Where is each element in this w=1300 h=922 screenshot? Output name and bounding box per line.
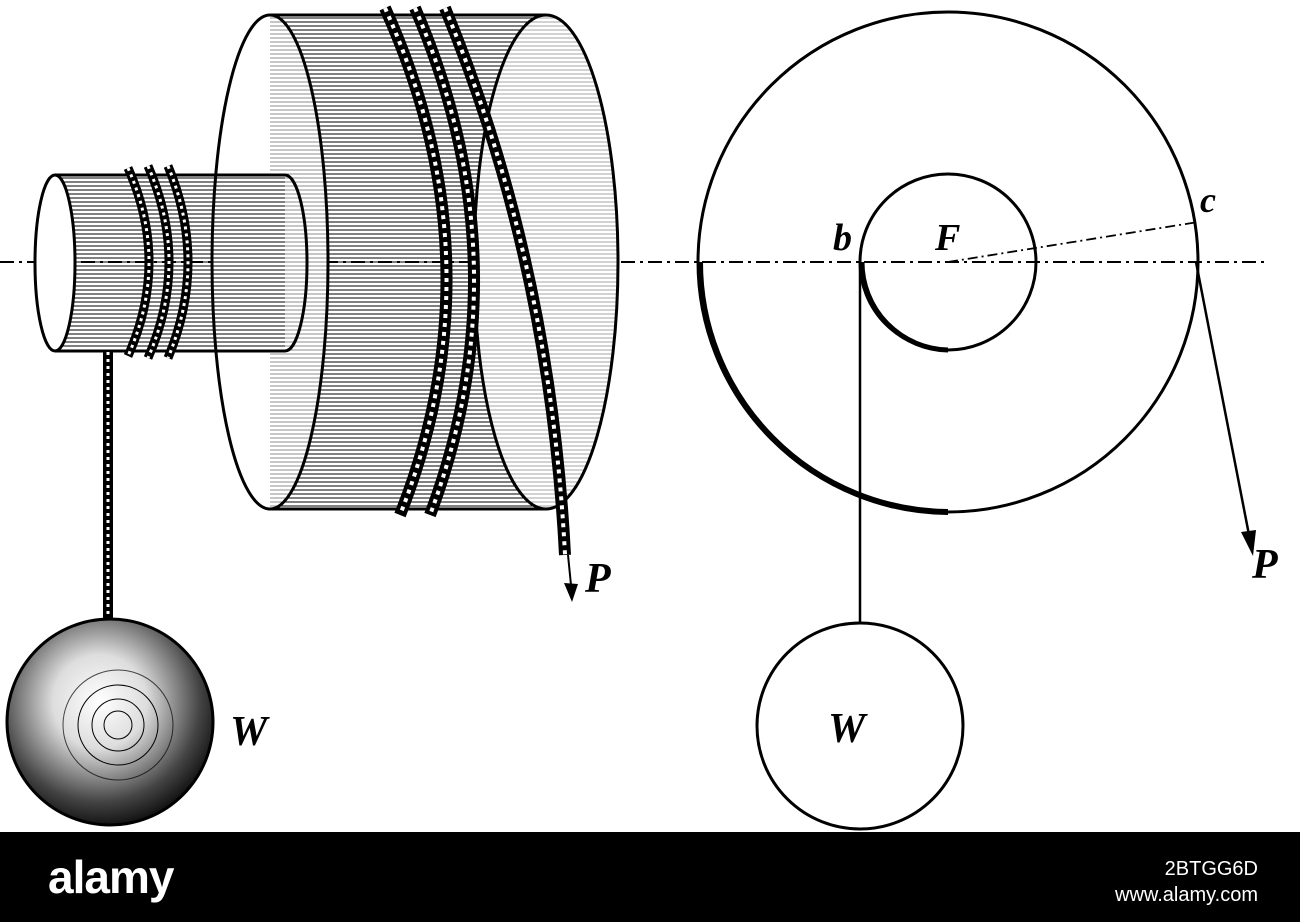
force-line-p-right bbox=[1194, 261, 1252, 541]
label-w-left: W bbox=[230, 709, 270, 755]
label-f: F bbox=[934, 217, 960, 259]
label-c: c bbox=[1200, 180, 1216, 220]
label-p-right: P bbox=[1251, 542, 1278, 588]
drum-rope bbox=[379, 5, 571, 556]
perspective-drawing: P W bbox=[5, 5, 620, 827]
label-w-right: W bbox=[828, 706, 868, 752]
watermark-footer bbox=[0, 832, 1300, 922]
force-arrow-p-left bbox=[564, 554, 578, 602]
axle-rope bbox=[103, 164, 193, 628]
radius-line bbox=[947, 221, 1199, 263]
weight-ball-left bbox=[5, 617, 215, 827]
label-b: b bbox=[833, 217, 852, 259]
arrowhead-p-right bbox=[1241, 530, 1256, 556]
label-p-left: P bbox=[584, 556, 611, 602]
weight-circle-right bbox=[755, 621, 965, 831]
wheel-and-axle-illustration: P W b F c P W bbox=[0, 5, 1278, 831]
site-url: www.alamy.com bbox=[1115, 884, 1258, 906]
schematic-drawing: b F c P W bbox=[696, 10, 1278, 831]
alamy-logo: alamy bbox=[48, 851, 174, 903]
image-id-block: 2BTGG6D www.alamy.com bbox=[1115, 856, 1258, 908]
image-id: 2BTGG6D bbox=[1164, 858, 1258, 880]
